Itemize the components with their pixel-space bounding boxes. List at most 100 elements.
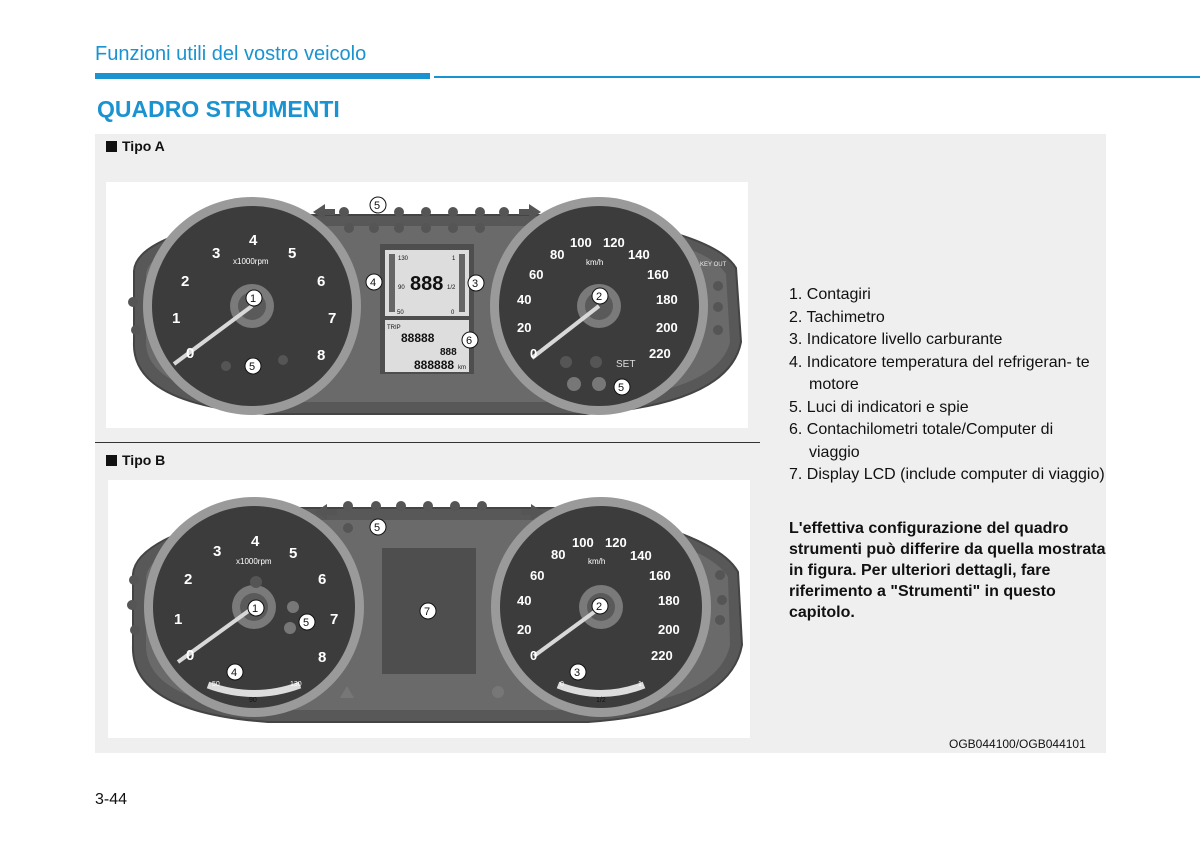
b-callout-4: 4 xyxy=(226,663,244,681)
svg-text:1: 1 xyxy=(252,603,258,615)
callout-2: 2 xyxy=(591,287,609,305)
lcd-fuel-half: 1/2 xyxy=(447,285,456,291)
legend-item: 7. Display LCD (include computer di viag… xyxy=(789,466,1105,483)
b-speed-tick-60: 60 xyxy=(530,568,544,583)
svg-text:5: 5 xyxy=(374,522,380,534)
type-divider xyxy=(95,442,760,443)
b-tach-tick-7: 7 xyxy=(330,611,338,628)
b-temp-mid: 90 xyxy=(249,697,257,704)
svg-text:6: 6 xyxy=(466,335,472,347)
speed-tick-220: 220 xyxy=(649,346,671,361)
set-label: SET xyxy=(616,359,635,370)
cluster-type-a-illustration: 0 1 2 3 4 5 6 7 8 x1000rpm 0 20 40 60 80… xyxy=(128,196,743,415)
callout-5-top: 5 xyxy=(369,196,387,214)
tach-unit: x1000rpm xyxy=(233,257,269,266)
b-speed-tick-120: 120 xyxy=(605,535,627,550)
speed-tick-200: 200 xyxy=(656,320,678,335)
speed-tick-120: 120 xyxy=(603,235,625,250)
svg-text:5: 5 xyxy=(618,382,624,394)
tach-tick-6: 6 xyxy=(317,273,325,290)
section-title: Funzioni utili del vostro veicolo xyxy=(95,43,367,65)
speed-unit: km/h xyxy=(586,258,603,267)
bullet-square-icon xyxy=(106,141,117,152)
b-fuel-empty: 0 xyxy=(560,681,564,688)
callout-1: 1 xyxy=(245,289,263,307)
lcd-odo-digits: 888888 xyxy=(414,358,454,372)
b-speed-tick-20: 20 xyxy=(517,622,531,637)
lcd-odo-unit: km xyxy=(458,365,466,371)
page-heading: QUADRO STRUMENTI xyxy=(97,96,340,122)
callout-5-right: 5 xyxy=(613,378,631,396)
speed-tick-60: 60 xyxy=(529,267,543,282)
legend-item: 3. Indicatore livello carburante xyxy=(789,331,1003,348)
b-callout-2: 2 xyxy=(591,597,609,615)
b-callout-1: 1 xyxy=(247,599,265,617)
cluster-type-a: 0 1 2 3 4 5 6 7 8 x1000rpm 0 20 40 60 80… xyxy=(106,182,748,428)
type-b-label-text: Tipo B xyxy=(122,452,166,468)
tach-tick-5: 5 xyxy=(288,245,296,262)
speed-tick-100: 100 xyxy=(570,235,592,250)
b-tach-unit: x1000rpm xyxy=(236,557,272,566)
speed-tick-180: 180 xyxy=(656,292,678,307)
svg-text:4: 4 xyxy=(370,277,376,289)
lcd-temp-digits: 888 xyxy=(440,347,457,358)
tach-tick-1: 1 xyxy=(172,310,180,327)
b-callout-5-mid: 5 xyxy=(298,613,316,631)
callout-4: 4 xyxy=(365,273,383,291)
cluster-type-b: 0 1 2 3 4 5 6 7 8 x1000rpm 0 20 40 60 80… xyxy=(108,480,750,738)
speed-tick-40: 40 xyxy=(517,292,531,307)
b-tach-tick-1: 1 xyxy=(174,611,182,628)
b-callout-5-top: 5 xyxy=(369,518,387,536)
b-tach-tick-8: 8 xyxy=(318,649,326,666)
cluster-type-b-illustration: 0 1 2 3 4 5 6 7 8 x1000rpm 0 20 40 60 80… xyxy=(127,497,744,723)
b-tach-tick-3: 3 xyxy=(213,543,221,560)
b-speed-tick-100: 100 xyxy=(572,535,594,550)
b-temp-high: 130 xyxy=(290,681,302,688)
section-rule-thick xyxy=(95,73,430,79)
speed-tick-160: 160 xyxy=(647,267,669,282)
type-a-label: Tipo A xyxy=(106,138,165,154)
svg-text:1: 1 xyxy=(250,293,256,305)
speed-tick-20: 20 xyxy=(517,320,531,335)
key-out-label: KEY OUT xyxy=(700,262,727,268)
speed-tick-140: 140 xyxy=(628,247,650,262)
legend-item: 6. Contachilometri totale/Computer di vi… xyxy=(789,421,1054,461)
tach-tick-0: 0 xyxy=(186,345,194,362)
lcd-trip-digits: 88888 xyxy=(401,331,435,345)
configuration-note: L'effettiva configurazione del quadro st… xyxy=(789,520,1106,621)
tach-tick-2: 2 xyxy=(181,273,189,290)
lcd-center-digits: 888 xyxy=(410,273,443,295)
b-tach-tick-5: 5 xyxy=(289,545,297,562)
speed-tick-80: 80 xyxy=(550,247,564,262)
svg-text:4: 4 xyxy=(231,667,237,679)
tach-tick-3: 3 xyxy=(212,245,220,262)
lcd-temp-high: 130 xyxy=(398,256,409,262)
b-tach-tick-2: 2 xyxy=(184,571,192,588)
legend-item: 2. Tachimetro xyxy=(789,308,885,326)
lcd-temp-low: 50 xyxy=(397,310,404,316)
b-speed-tick-40: 40 xyxy=(517,593,531,608)
b-speed-tick-180: 180 xyxy=(658,593,680,608)
tach-tick-8: 8 xyxy=(317,347,325,364)
b-speed-tick-200: 200 xyxy=(658,622,680,637)
b-speed-tick-80: 80 xyxy=(551,547,565,562)
figure-code: OGB044100/OGB044101 xyxy=(949,737,1086,751)
callout-5-left: 5 xyxy=(244,357,262,375)
svg-text:2: 2 xyxy=(596,601,602,613)
legend-item: 5. Luci di indicatori e spie xyxy=(789,398,969,416)
page-number: 3-44 xyxy=(95,791,128,808)
svg-text:3: 3 xyxy=(472,278,478,290)
b-temp-low: 50 xyxy=(212,681,220,688)
b-speed-tick-160: 160 xyxy=(649,568,671,583)
tach-tick-4: 4 xyxy=(249,232,258,249)
svg-text:5: 5 xyxy=(374,200,380,212)
b-fuel-half: 1/2 xyxy=(596,697,606,704)
svg-text:3: 3 xyxy=(574,667,580,679)
lcd-trip-label: TRIP xyxy=(387,325,401,331)
svg-text:5: 5 xyxy=(303,617,309,629)
section-rule-thin xyxy=(434,76,1200,78)
callout-6: 6 xyxy=(461,331,479,349)
svg-text:7: 7 xyxy=(424,606,430,618)
tach-tick-7: 7 xyxy=(328,310,336,327)
legend-item: 1. Contagiri xyxy=(789,286,871,303)
